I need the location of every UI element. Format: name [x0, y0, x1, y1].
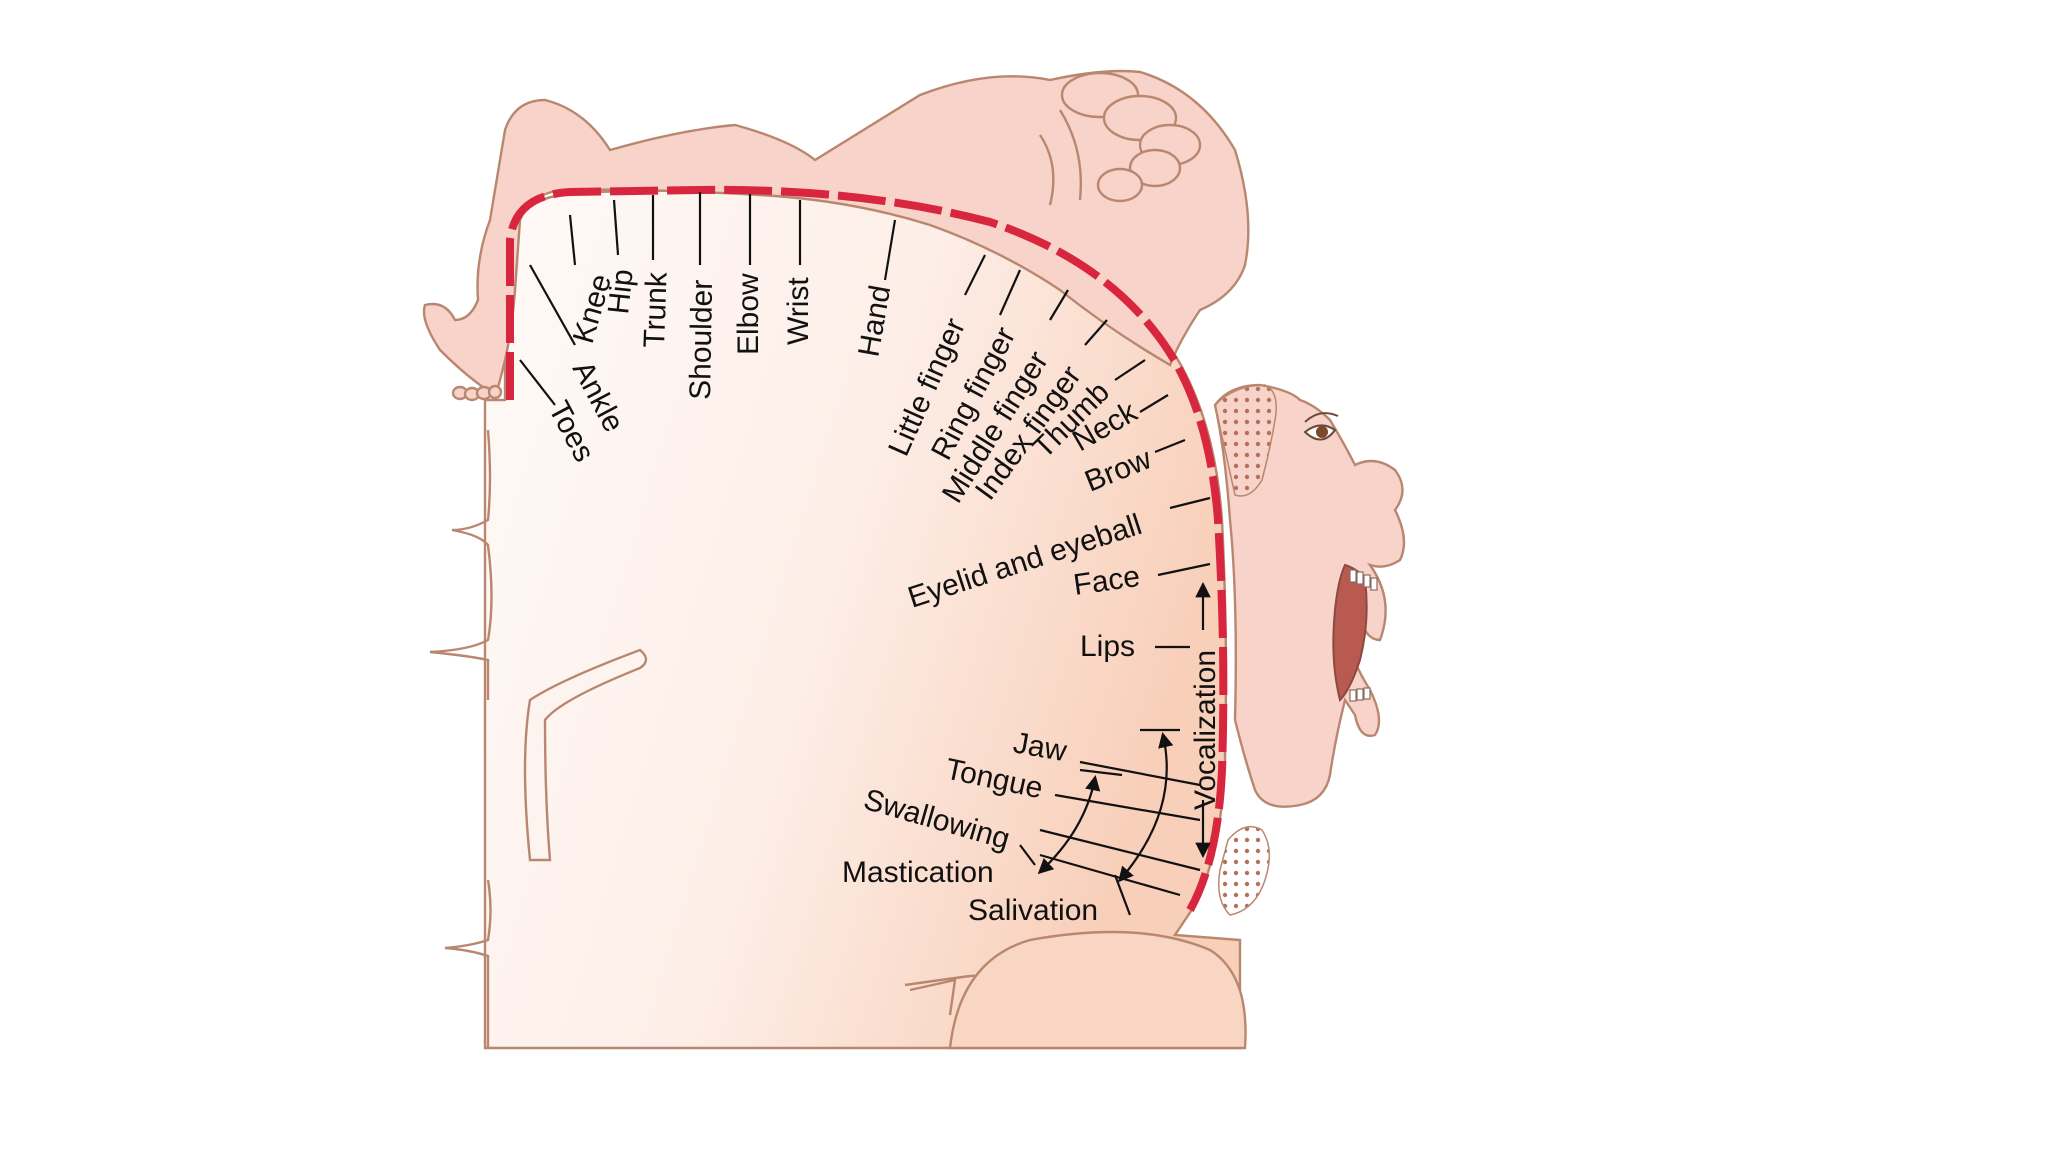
- label-shoulder: Shoulder: [684, 279, 719, 400]
- label-trunk: Trunk: [638, 271, 674, 349]
- label-salivation: Salivation: [968, 894, 1098, 927]
- label-hip: Hip: [602, 268, 640, 316]
- label-lips: Lips: [1080, 630, 1135, 663]
- label-mastication: Mastication: [842, 856, 994, 889]
- label-wrist: Wrist: [782, 277, 815, 345]
- label-elbow: Elbow: [732, 273, 765, 355]
- chin-stipple: [1219, 827, 1270, 915]
- toes-icon: [453, 386, 501, 400]
- label-vocalization: Vocalization: [1189, 650, 1222, 810]
